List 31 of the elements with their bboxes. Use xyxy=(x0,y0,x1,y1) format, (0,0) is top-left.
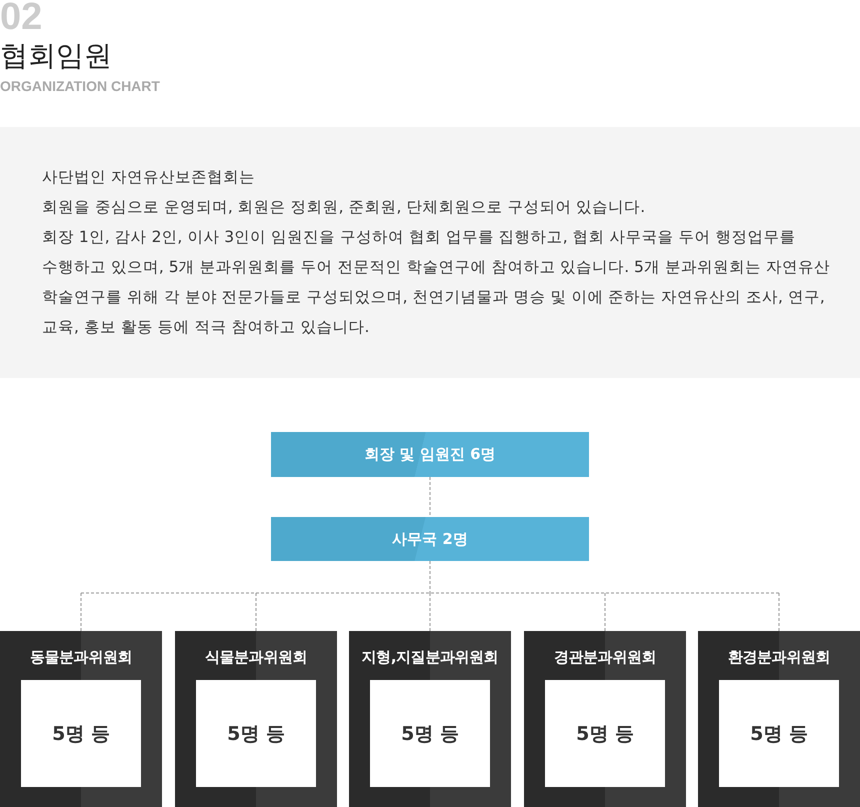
member-count: 5명 등 xyxy=(750,722,808,746)
member-count: 5명 등 xyxy=(227,722,285,746)
member-count: 5명 등 xyxy=(52,722,110,746)
committee-title: 환경분과위원회 xyxy=(728,647,830,667)
member-count-box xyxy=(21,680,141,787)
member-count: 5명 등 xyxy=(576,722,634,746)
page-title: 협회임원 xyxy=(0,38,112,74)
member-count-box xyxy=(719,680,839,787)
position-label: 사무국 2명 xyxy=(392,530,468,548)
committee-box xyxy=(349,631,511,807)
position-label: 회장 및 임원진 6명 xyxy=(364,445,496,464)
member-count-box xyxy=(196,680,316,787)
committee-box xyxy=(175,631,337,807)
intro-text: 회원을 중심으로 운영되며, 회원은 정회원, 준회원, 단체회원으로 구성되어 있습니다. xyxy=(42,197,646,218)
committee-title: 지형,지질분과위원회 xyxy=(362,647,498,667)
section-subtitle: ORGANIZATION CHART xyxy=(0,78,160,94)
intro-text: 회장 1인, 감사 2인, 이사 3인이 임원진을 구성하여 협회 업무를 집행하고, 협회 사무국을 두어 행정업무를 수행하고 있으며, 5개 분과위원회를 두어 전문적인 학술연구에 참여하고 있습니다. 5개 분과위원회는 자연유산 학술연구를 위해 각 분야 전문가들로 구성되었으며, 천연기념물과 명승 및 이에 준하는 자연유산의 조사, 연구, 교육, 홍보 활동 등에 적극 참여하고 있습니다. xyxy=(42,227,831,338)
position-box xyxy=(271,432,589,477)
committee-title: 경관분과위원회 xyxy=(554,647,656,667)
committee-box xyxy=(0,631,162,807)
committee-title: 식물분과위원회 xyxy=(204,647,308,667)
committee-title: 동물분과위원회 xyxy=(30,647,132,667)
intro-text: 사단법인 자연유산보존협회는 xyxy=(42,167,255,188)
committee-box xyxy=(698,631,860,807)
connector-line xyxy=(604,592,606,632)
committee-box xyxy=(524,631,686,807)
member-count-box xyxy=(370,680,490,787)
connector-line xyxy=(778,592,780,632)
member-count: 5명 등 xyxy=(401,722,459,746)
member-count-box xyxy=(545,680,665,787)
position-box xyxy=(271,517,589,561)
